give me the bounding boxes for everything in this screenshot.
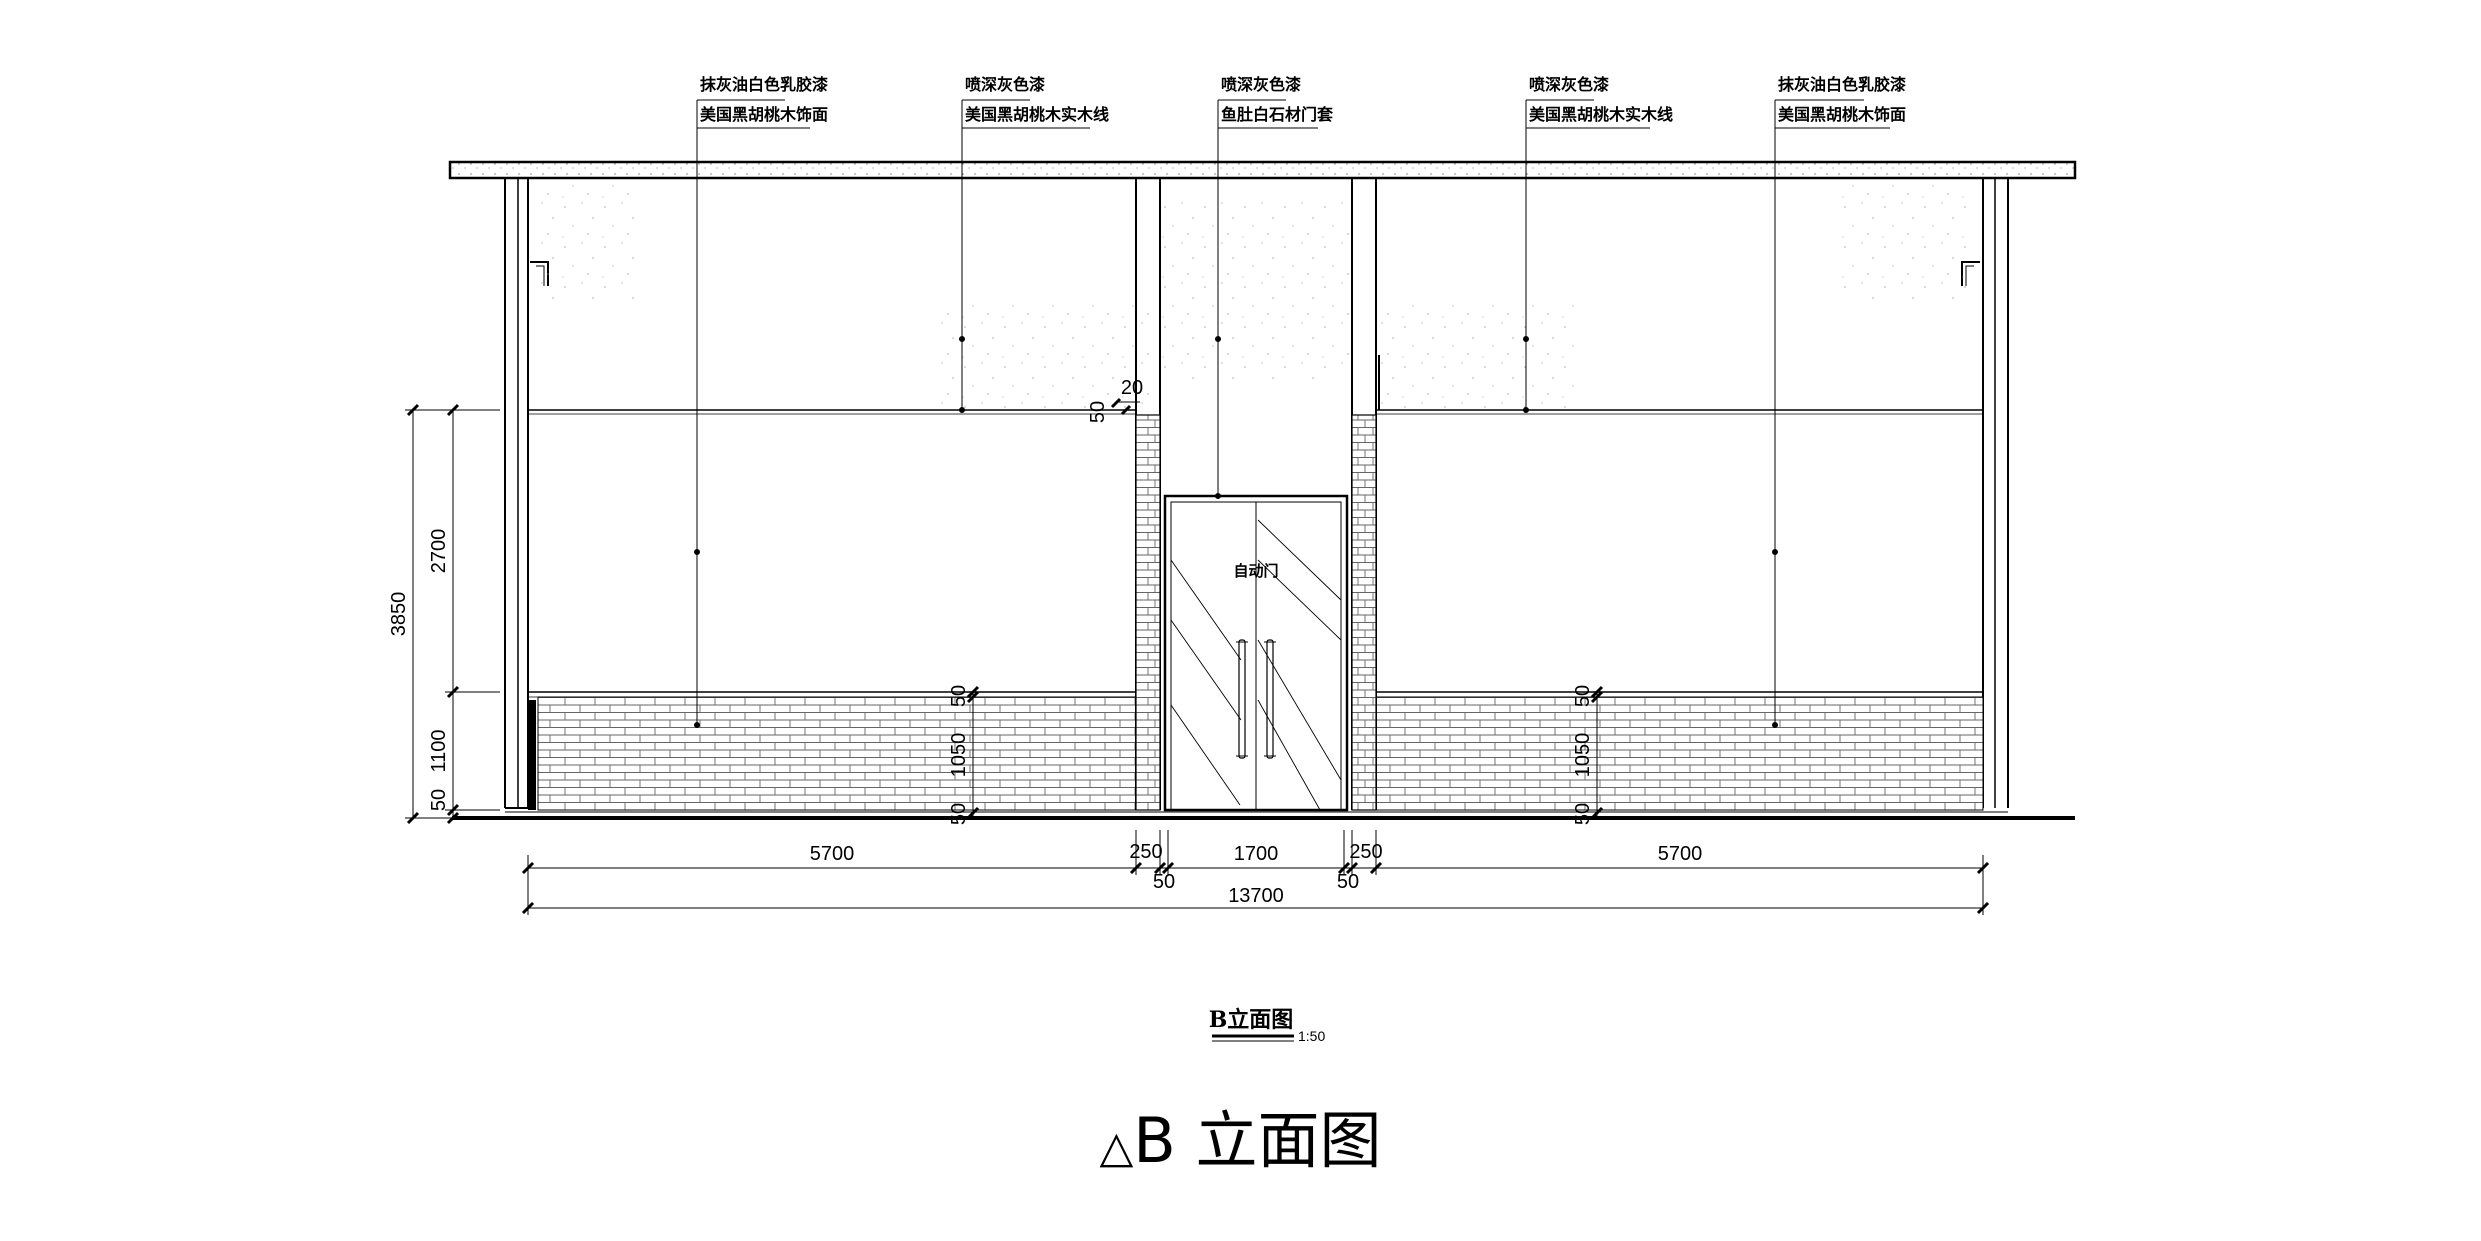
annotation-5-line2: 美国黑胡桃木饰面 bbox=[1778, 105, 1906, 124]
dim-sub-left: 50 bbox=[1153, 871, 1175, 893]
annotation-4-line1: 喷深灰色漆 bbox=[1529, 75, 1609, 94]
floor-line bbox=[452, 811, 2075, 820]
horizontal-dimension-chain bbox=[521, 830, 1990, 915]
annotation-2-line2: 美国黑胡桃木实木线 bbox=[965, 105, 1109, 124]
horizontal-dimension-labels: 5700 250 1700 250 5700 50 50 13700 bbox=[810, 841, 1703, 907]
dim-sub-right: 50 bbox=[1337, 871, 1359, 893]
vertical-dimension-chain bbox=[405, 403, 500, 825]
column-top-dimension bbox=[1110, 397, 1140, 416]
dim-v-upper: 2700 bbox=[428, 529, 450, 574]
dim-top-small-v: 50 bbox=[1087, 401, 1109, 423]
right-column bbox=[1351, 178, 1380, 811]
annotation-4-line2: 美国黑胡桃木实木线 bbox=[1529, 105, 1673, 124]
dim-right-mark-mid: 1050 bbox=[1572, 733, 1594, 778]
right-inner-dimension bbox=[1590, 685, 1604, 820]
annotations: 抹灰油白色乳胶漆 美国黑胡桃木饰面 喷深灰色漆 美国黑胡桃木实木线 喷深灰色漆 … bbox=[700, 75, 1906, 124]
plaster-texture bbox=[538, 180, 1970, 410]
dim-v-base: 50 bbox=[428, 789, 450, 811]
annotation-1-line2: 美国黑胡桃木饰面 bbox=[700, 105, 828, 124]
sheet-title: △B 立面图 bbox=[0, 1090, 2481, 1177]
dim-left-mark-top: 50 bbox=[948, 685, 970, 707]
dim-span-door: 1700 bbox=[1234, 843, 1279, 865]
dim-span-col-right: 250 bbox=[1349, 841, 1382, 863]
sheet-title-text: B 立面图 bbox=[1133, 1104, 1382, 1177]
vertical-dimension-labels: 3850 2700 1100 50 bbox=[388, 529, 450, 811]
brick-wainscot bbox=[537, 696, 1984, 811]
dim-span-col-left: 250 bbox=[1129, 841, 1162, 863]
dim-top-small-h: 20 bbox=[1121, 377, 1143, 399]
left-column bbox=[1135, 178, 1161, 811]
left-inner-dimension bbox=[966, 685, 980, 820]
dim-span-total: 13700 bbox=[1228, 885, 1284, 907]
annotation-1-line1: 抹灰油白色乳胶漆 bbox=[700, 75, 828, 94]
annotation-2-line1: 喷深灰色漆 bbox=[965, 75, 1045, 94]
dim-span-left: 5700 bbox=[810, 843, 855, 865]
annotation-5-line1: 抹灰油白色乳胶漆 bbox=[1778, 75, 1906, 94]
dim-v-lower: 1100 bbox=[428, 729, 450, 772]
annotation-leaders bbox=[694, 99, 1890, 728]
dim-left-mark-mid: 1050 bbox=[948, 733, 970, 778]
annotation-3-line2: 鱼肚白石材门套 bbox=[1221, 105, 1334, 124]
dim-right-mark-bot: 50 bbox=[1572, 803, 1594, 825]
drawing-scale: 1:50 bbox=[1298, 1028, 1325, 1044]
door-label: 自动门 bbox=[1233, 562, 1278, 580]
dim-span-right: 5700 bbox=[1658, 843, 1703, 865]
automatic-door bbox=[1163, 494, 1349, 812]
dim-left-mark-bot: 50 bbox=[948, 803, 970, 825]
annotation-3-line1: 喷深灰色漆 bbox=[1221, 75, 1301, 94]
drawing-caption: B立面图 bbox=[1209, 1007, 1294, 1033]
dim-v-total: 3850 bbox=[388, 592, 410, 637]
ceiling-slab bbox=[448, 160, 2077, 180]
triangle-icon: △ bbox=[1099, 1122, 1134, 1173]
dim-right-mark-top: 50 bbox=[1572, 685, 1594, 707]
